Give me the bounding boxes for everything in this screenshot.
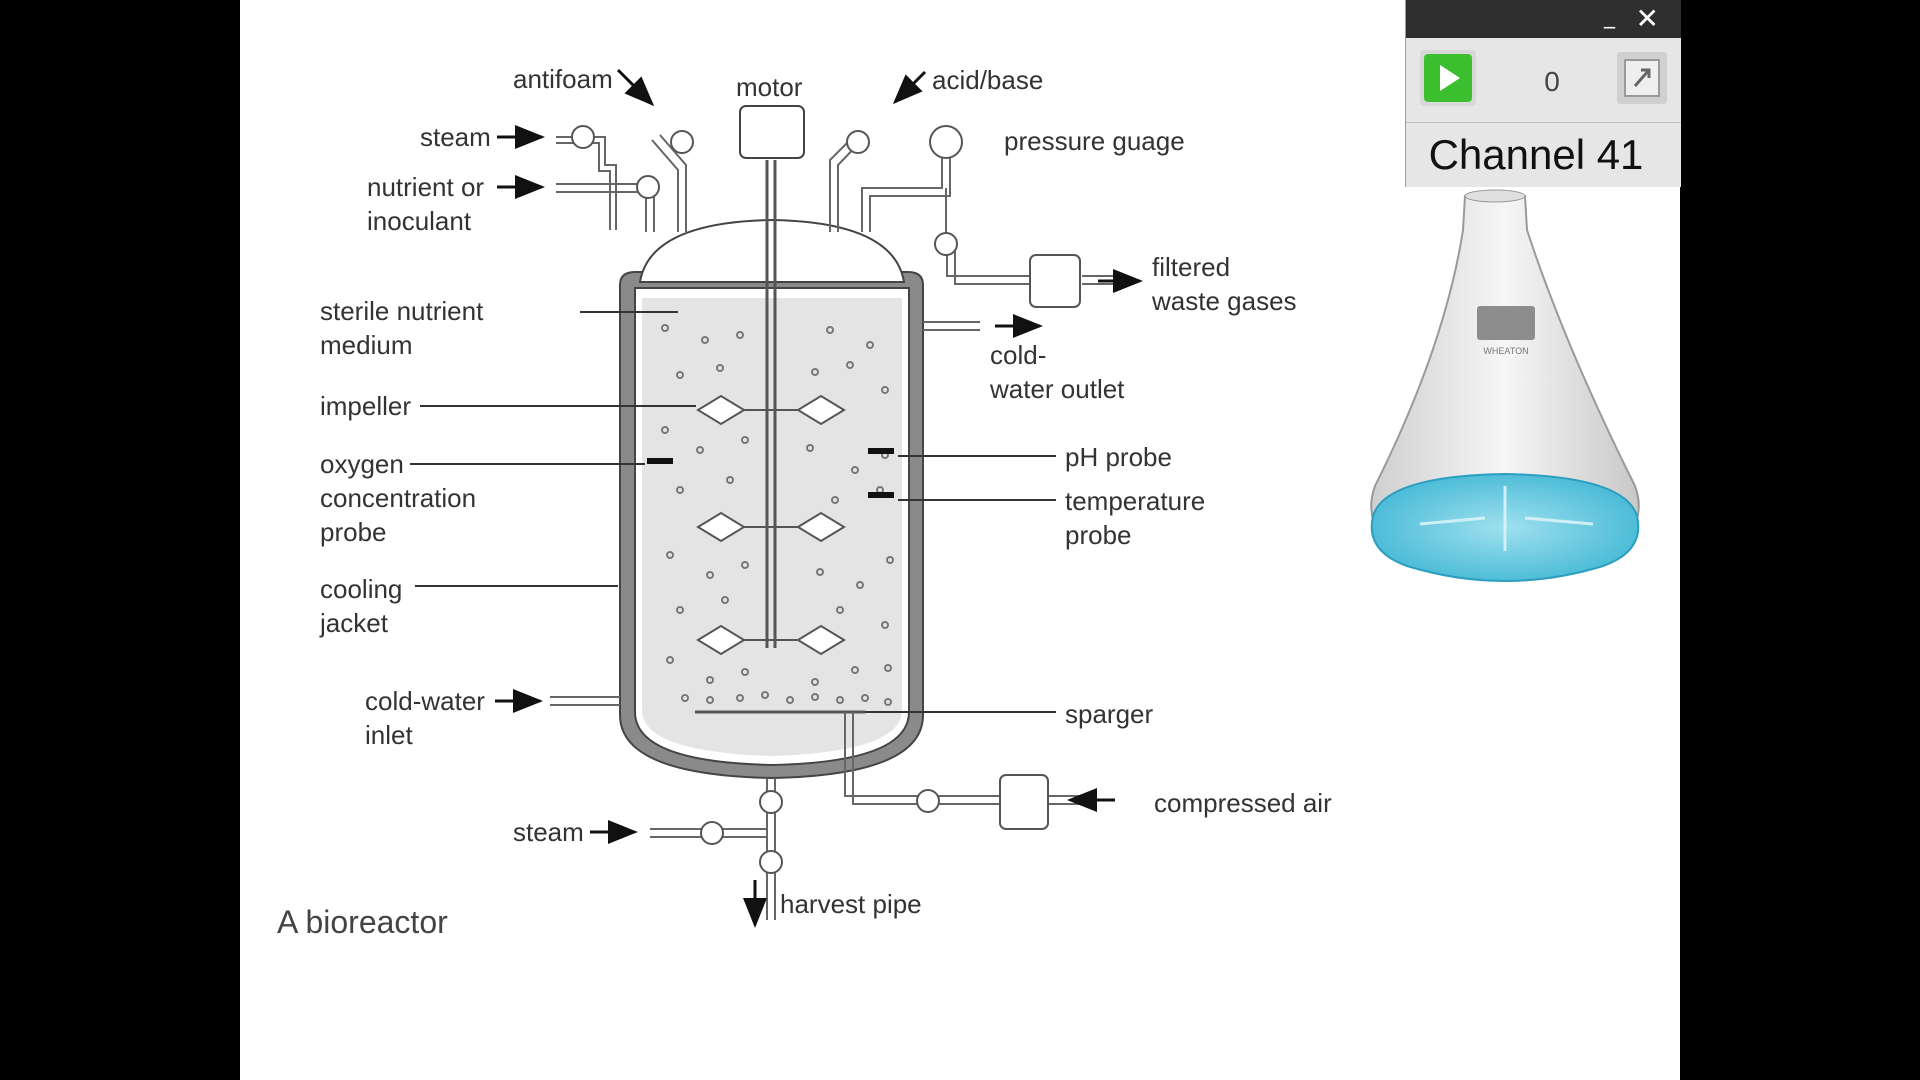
motor-box (739, 105, 805, 159)
label-cold-water-inlet: cold-water inlet (365, 686, 485, 750)
label-oxygen-probe: oxygen concentration probe (320, 449, 477, 547)
popout-icon (1624, 59, 1660, 97)
channel-label: Channel 41 (1428, 131, 1644, 178)
label-acid-base: acid/base (932, 65, 1044, 95)
play-button[interactable] (1420, 50, 1476, 106)
label-motor: motor (736, 72, 803, 102)
bioreactor-diagram (410, 68, 1143, 928)
label-filtered-waste: filtered waste gases (1152, 252, 1297, 316)
label-cold-water-outlet: cold- water outlet (990, 340, 1125, 404)
diagram-caption: A bioreactor (277, 904, 448, 940)
flask-brand: WHEATON (1483, 346, 1528, 356)
label-impeller: impeller (320, 391, 412, 421)
filter-box (1029, 254, 1081, 308)
widget-divider (1406, 122, 1681, 123)
counter-value: 0 (1544, 66, 1560, 97)
play-icon (1424, 54, 1472, 102)
popout-button[interactable] (1617, 52, 1667, 104)
vessel-dome (638, 218, 906, 283)
label-compressed-air: compressed air (1154, 788, 1332, 818)
air-filter-box (999, 774, 1049, 830)
label-harvest-pipe: harvest pipe (780, 889, 922, 919)
label-steam-bottom: steam (513, 817, 584, 847)
label-antifoam: antifoam (513, 64, 613, 94)
label-sterile-medium: sterile nutrient medium (320, 296, 484, 360)
label-steam-top: steam (420, 122, 491, 152)
erlenmeyer-flask-image: WHEATON (1370, 189, 1640, 582)
label-cooling-jacket: cooling jacket (320, 574, 403, 638)
channel-widget: _ ✕ 0 Channel 41 (1405, 0, 1681, 187)
label-sparger: sparger (1065, 699, 1154, 729)
label-ph-probe: pH probe (1065, 442, 1172, 472)
label-pressure-gauge: pressure guage (1004, 126, 1185, 156)
close-button[interactable]: ✕ (1635, 2, 1659, 35)
label-temperature-probe: temperature probe (1065, 486, 1206, 550)
minimize-button[interactable]: _ (1604, 4, 1615, 29)
widget-titlebar[interactable]: _ ✕ (1406, 0, 1681, 38)
label-nutrient: nutrient or inoculant (367, 172, 485, 236)
